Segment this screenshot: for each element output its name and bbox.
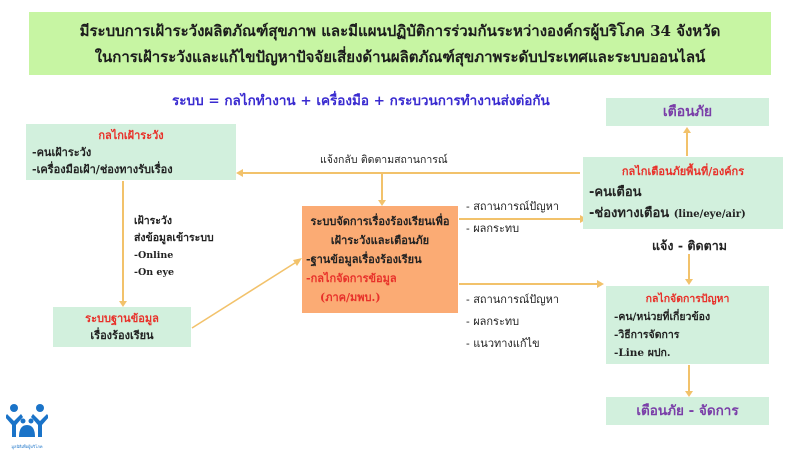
system-formula: ระบบ = กลไกทำงาน + เครื่องมือ + กระบวนกา…	[172, 93, 550, 109]
central-complaint-system-box: ระบบจัดการเรื่องร้องเรียนเพื่อ เฝ้าระวัง…	[302, 206, 458, 313]
arrowhead-down-icon	[119, 301, 127, 307]
to-management-list: - สถานการณ์ปัญหา - ผลกระทบ - แนวทางแก้ไข	[466, 293, 559, 358]
warning-mechanism-box: กลไกเตือนภัยพื้นที่/องค์กร -คนเตือน -ช่อ…	[583, 157, 783, 229]
report-label: เฝ้าระวัง ส่งข้อมูลเข้าระบบ -Online -On …	[134, 213, 214, 281]
report-label-line: เฝ้าระวัง	[134, 215, 172, 227]
problem-item: -วิธีการจัดการ	[614, 329, 680, 341]
alert-manage-label: เตือนภัย - จัดการ	[636, 403, 739, 419]
to-management-item: - สถานการณ์ปัญหา	[466, 293, 560, 306]
notify-connector	[688, 254, 690, 279]
alert-box: เตือนภัย	[606, 98, 769, 126]
report-label-line: -On eye	[134, 267, 175, 278]
to-management-item: - ผลกระทบ	[466, 315, 520, 328]
report-label-line: -Online	[134, 250, 174, 261]
surveillance-mechanism-box: กลไกเฝ้าระวัง -คนเฝ้าระวัง -เครื่องมือเฝ…	[26, 124, 236, 180]
family-people-logo-icon: มูลนิธิเพื่อผู้บริโภค	[5, 403, 49, 449]
feedback-connector	[238, 172, 580, 174]
banner-line-2: ในการเฝ้าระวังและแก้ไขปัญหาปัจจัยเสี่ยงด…	[94, 47, 706, 66]
warning-item-people: -คนเตือน	[589, 185, 642, 200]
central-to-warning-connector	[459, 218, 582, 220]
warning-to-alert-connector	[686, 132, 688, 156]
arrowhead-down-icon	[685, 391, 693, 397]
central-box-line: -กลไกจัดการข้อมูล	[306, 272, 397, 285]
alert-box-label: เตือนภัย	[662, 104, 713, 120]
title-banner: มีระบบการเฝ้าระวังผลิตภัณฑ์สุขภาพ และมีแ…	[29, 12, 771, 75]
notify-follow-label: แจ้ง - ติดตาม	[652, 238, 727, 253]
arrowhead-right-icon	[597, 280, 604, 288]
arrowhead-down-icon	[378, 200, 386, 206]
database-box: ระบบฐานข้อมูล เรื่องร้องเรียน	[53, 307, 191, 347]
warning-box-title: กลไกเตือนภัยพื้นที่/องค์กร	[621, 165, 745, 178]
arrowhead-up-icon	[683, 127, 691, 133]
problem-box-title: กลไกจัดการปัญหา	[645, 293, 730, 305]
management-to-alert-connector	[688, 365, 690, 393]
to-management-item: - แนวทางแก้ไข	[466, 337, 540, 350]
central-box-line: เฝ้าระวังและเตือนภัย	[330, 234, 430, 247]
database-box-subtitle: เรื่องร้องเรียน	[90, 329, 154, 342]
central-box-line: (ภาค/มพบ.)	[320, 291, 381, 304]
problem-item: -Line ผปก.	[614, 347, 671, 359]
database-box-title: ระบบฐานข้อมูล	[85, 312, 159, 325]
arrowhead-down-icon	[685, 279, 693, 285]
database-to-central-connector	[191, 258, 302, 329]
feedback-label: แจ้งกลับ ติดตามสถานการณ์	[320, 154, 448, 166]
warning-item-channel: -ช่องทางเตือน (line/eye/air)	[589, 203, 777, 225]
surveillance-item: -เครื่องมือเฝ้า/ช่องทางรับเรื่อง	[32, 163, 173, 176]
alert-manage-box: เตือนภัย - จัดการ	[606, 397, 769, 425]
to-warning-list: - สถานการณ์ปัญหา - ผลกระทบ	[466, 200, 559, 243]
warning-channel-note: (line/eye/air)	[673, 209, 746, 220]
logo-caption: มูลนิธิเพื่อผู้บริโภค	[11, 444, 43, 449]
surveillance-item: -คนเฝ้าระวัง	[32, 146, 92, 159]
problem-item: -คน/หน่วยที่เกี่ยวข้อง	[614, 311, 711, 323]
central-box-line: -ฐานข้อมูลเรื่องร้องเรียน	[306, 253, 422, 266]
central-to-management-connector	[459, 283, 599, 285]
central-box-line: ระบบจัดการเรื่องร้องเรียนเพื่อ	[310, 215, 450, 228]
arrowhead-left-icon	[236, 169, 243, 177]
to-warning-item: - สถานการณ์ปัญหา	[466, 200, 560, 213]
banner-line-1: มีระบบการเฝ้าระวังผลิตภัณฑ์สุขภาพ และมีแ…	[79, 21, 721, 40]
feedback-drop-connector	[381, 173, 383, 203]
report-label-line: ส่งข้อมูลเข้าระบบ	[134, 232, 214, 244]
warning-channel-label: -ช่องทางเตือน	[589, 206, 670, 221]
report-connector	[122, 181, 124, 303]
surveillance-box-title: กลไกเฝ้าระวัง	[98, 129, 164, 142]
to-warning-item: - ผลกระทบ	[466, 222, 520, 235]
problem-management-box: กลไกจัดการปัญหา -คน/หน่วยที่เกี่ยวข้อง -…	[606, 286, 769, 364]
